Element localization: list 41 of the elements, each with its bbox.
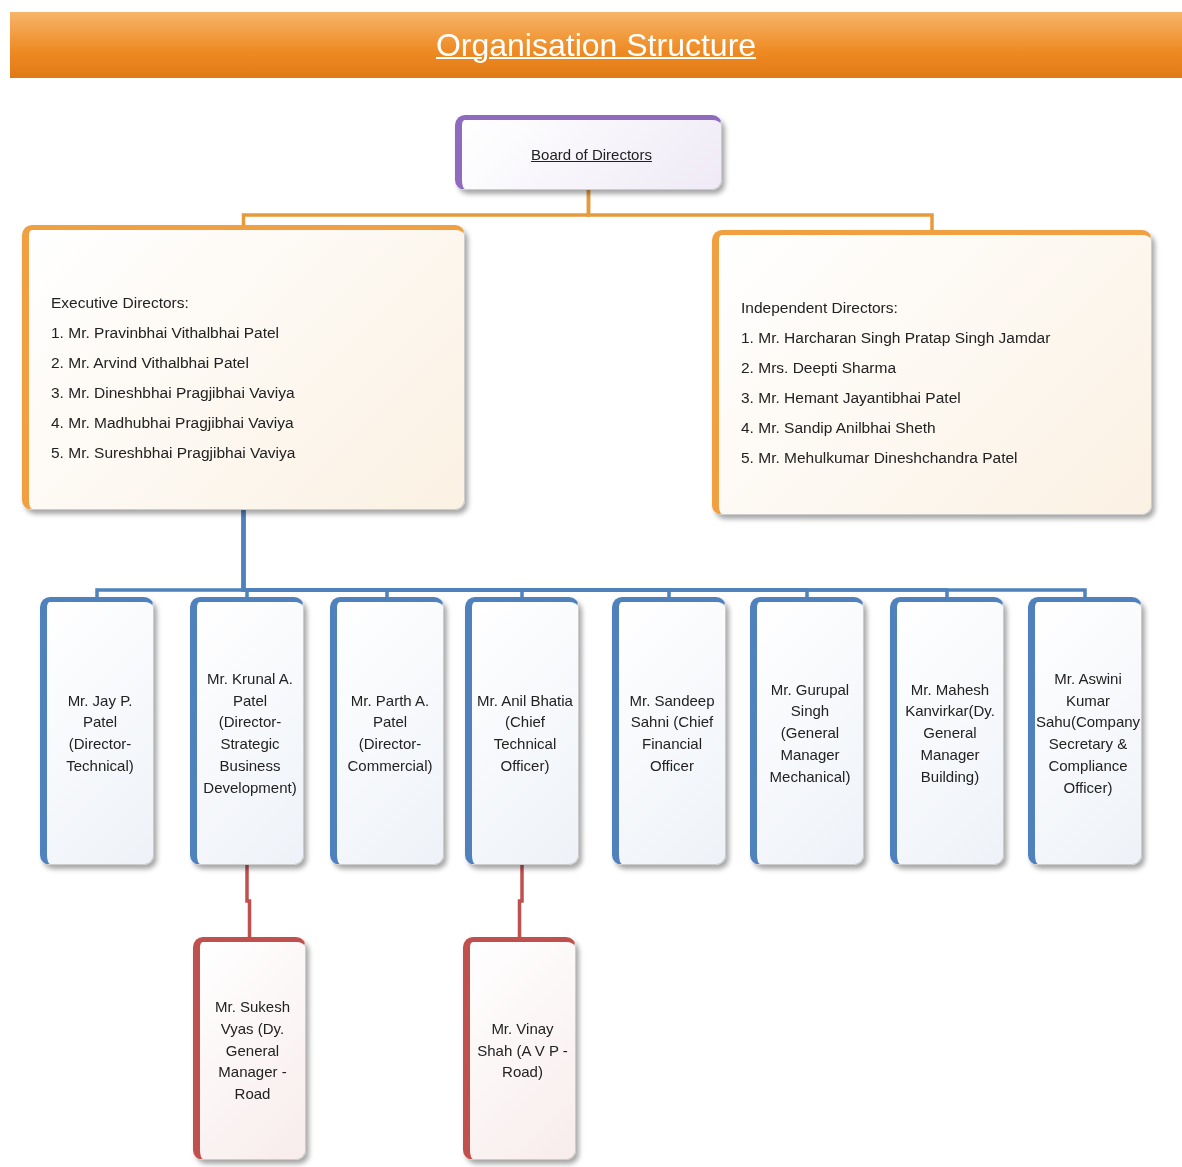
org-box bbox=[463, 937, 576, 1160]
person-title: Mr. Mahesh Kanvirkar(Dy. General Manager Building) bbox=[904, 679, 996, 787]
list-item: 3. Mr. Dineshbhai Pragjibhai Vaviya bbox=[51, 383, 296, 403]
person-title: Mr. Krunal A. Patel (Director-Strategic Business Development) bbox=[202, 668, 298, 798]
org-box bbox=[40, 597, 154, 865]
org-box bbox=[22, 225, 465, 510]
org-box bbox=[1028, 597, 1142, 865]
list-item: 2. Mr. Arvind Vithalbhai Patel bbox=[51, 353, 250, 373]
group-heading: Executive Directors: bbox=[51, 293, 190, 313]
list-item: 4. Mr. Sandip Anilbhai Sheth bbox=[741, 418, 937, 438]
org-box bbox=[190, 597, 304, 865]
connector-line bbox=[517, 865, 524, 937]
org-box bbox=[750, 597, 864, 865]
org-box bbox=[465, 597, 579, 865]
list-item: 1. Mr. Harcharan Singh Pratap Singh Jamdar bbox=[741, 328, 1052, 348]
person-title: Mr. Sukesh Vyas (Dy. General Manager - Road bbox=[214, 997, 291, 1105]
person-title: Mr. Vinay Shah (A V P - Road) bbox=[476, 1018, 569, 1083]
person-title: Mr. Anil Bhatia (Chief Technical Officer) bbox=[477, 690, 573, 776]
list-item: 5. Mr. Sureshbhai Pragjibhai Vaviya bbox=[51, 443, 297, 463]
list-item: 5. Mr. Mehulkumar Dineshchandra Patel bbox=[741, 448, 1019, 468]
org-box bbox=[712, 230, 1152, 515]
person-title: Mr. Parth A. Patel (Director-Commercial) bbox=[346, 690, 434, 776]
person-title: Mr. Gurupal Singh (General Manager Mechanical) bbox=[768, 679, 852, 787]
list-item: 4. Mr. Madhubhai Pragjibhai Vaviya bbox=[51, 413, 295, 433]
group-heading: Independent Directors: bbox=[741, 298, 899, 318]
connector-line bbox=[245, 865, 252, 937]
list-item: 2. Mrs. Deepti Sharma bbox=[741, 358, 898, 378]
org-box bbox=[455, 115, 722, 190]
person-title: Mr. Sandeep Sahni (Chief Financial Officer bbox=[628, 690, 716, 776]
list-item: 3. Mr. Hemant Jayantibhai Patel bbox=[741, 388, 962, 408]
connector-line bbox=[241, 510, 1087, 598]
person-title: Mr. Jay P. Patel (Director-Technical) bbox=[65, 690, 135, 776]
connector-line bbox=[586, 190, 934, 230]
list-item: 1. Mr. Pravinbhai Vithalbhai Patel bbox=[51, 323, 281, 343]
person-title: Mr. Aswini Kumar Sahu(Company Secretary & Compliance Officer) bbox=[1035, 668, 1141, 798]
person-title: Board of Directors bbox=[531, 144, 652, 165]
org-box bbox=[330, 597, 444, 865]
org-box bbox=[193, 937, 306, 1160]
org-box bbox=[612, 597, 726, 865]
org-box bbox=[890, 597, 1004, 865]
title: Organisation Structure bbox=[435, 26, 757, 64]
